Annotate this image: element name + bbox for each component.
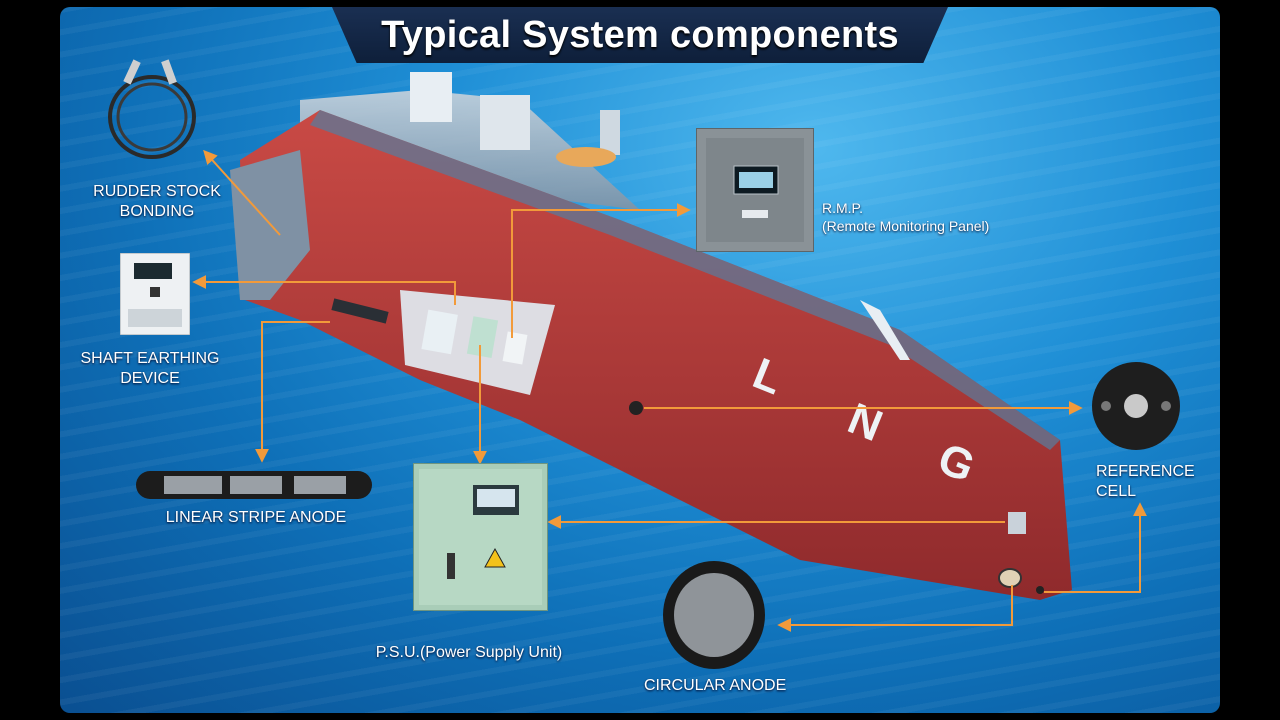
rmp-panel-image <box>695 127 815 257</box>
page-title: Typical System components <box>381 13 899 56</box>
ship-superstructure <box>300 72 640 210</box>
psu-cabinet-image <box>412 462 549 616</box>
arrow-circular <box>777 585 1013 632</box>
arrow-reference-cell <box>1044 502 1147 593</box>
arrow-stripe <box>255 321 330 463</box>
shaft-earthing-device-image <box>119 252 191 340</box>
ship-hull <box>230 110 1072 600</box>
reference-cell-image <box>1090 360 1182 457</box>
rudder-bonding-cable <box>100 55 205 170</box>
arrow-rmp <box>511 203 691 338</box>
arrow-shaft <box>192 275 456 305</box>
label-linear-stripe-anode: LINEAR STRIPE ANODE <box>165 509 347 526</box>
arrow-rudder <box>203 149 281 236</box>
connector-arrows <box>192 149 1147 632</box>
label-psu: P.S.U.(Power Supply Unit) <box>375 644 563 661</box>
title-banner: Typical System components <box>332 7 948 63</box>
label-circular-anode: CIRCULAR ANODE <box>644 677 787 694</box>
label-rmp: R.M.P.(Remote Monitoring Panel) <box>822 200 990 234</box>
circular-anode-image <box>662 560 766 675</box>
linear-stripe-anode-image <box>136 469 372 506</box>
